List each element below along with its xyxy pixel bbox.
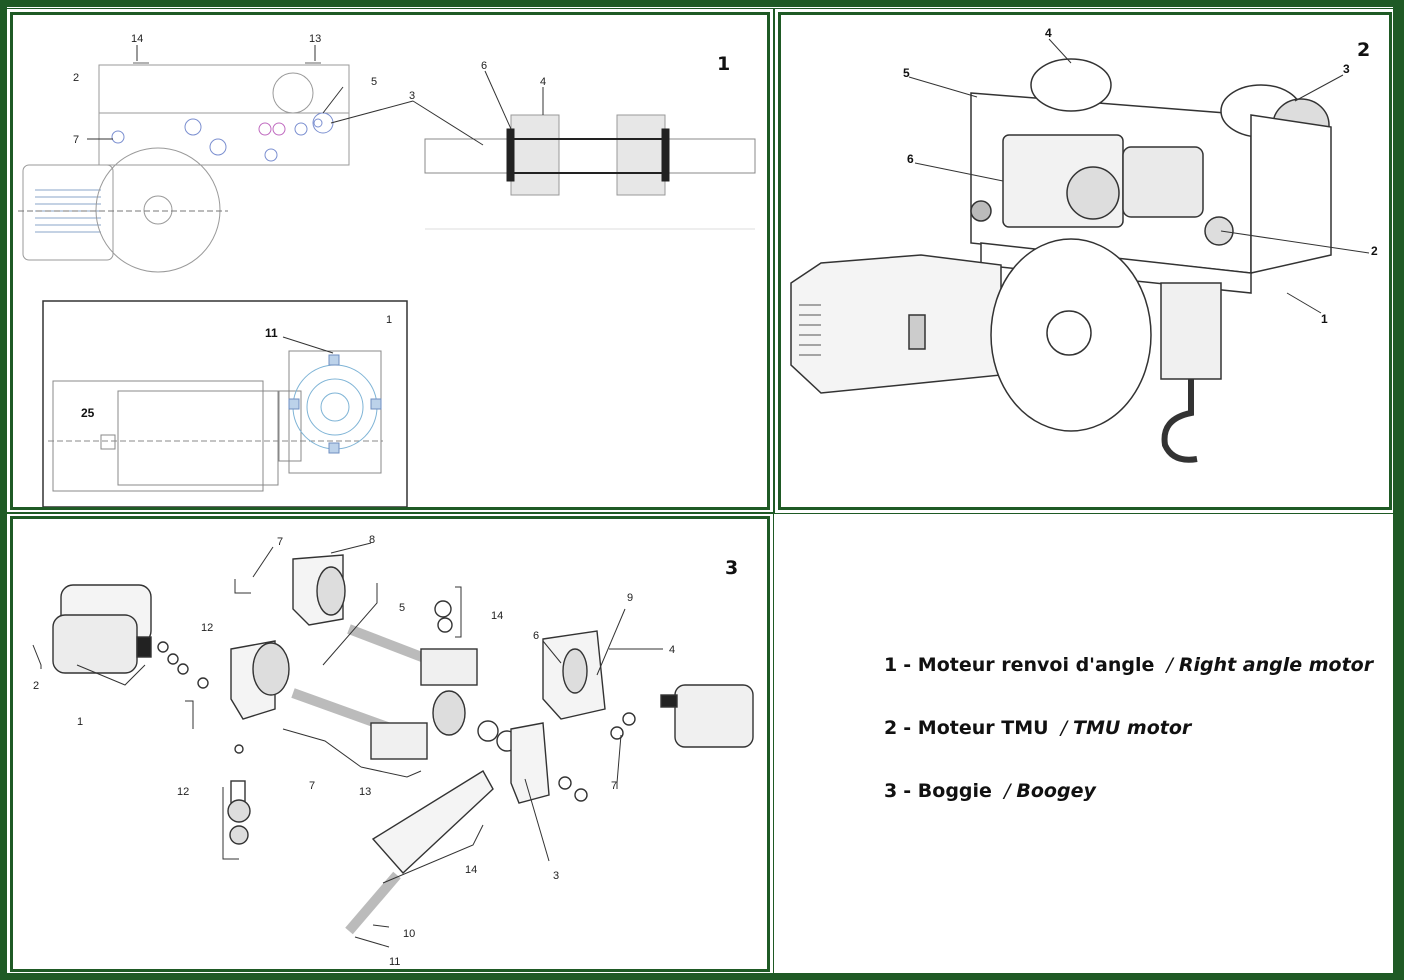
callout-label: 12 — [201, 622, 213, 634]
right-angle-motor-drawing: 14 13 2 5 3 7 6 4 — [18, 33, 756, 507]
panel-right-angle-motor: 1 — [6, 8, 774, 514]
callout-label: 25 — [81, 406, 95, 420]
callout-label: 1 — [1321, 312, 1328, 326]
callout-label: 7 — [611, 780, 617, 792]
inset-drawing: 1 11 25 — [42, 300, 408, 507]
callout-label: 7 — [277, 536, 283, 548]
callout-label: 14 — [491, 610, 503, 622]
legend-number: 1 — [884, 654, 898, 676]
callout-label: 4 — [669, 644, 675, 656]
callout-label: 3 — [553, 870, 559, 882]
callout-label: 6 — [533, 630, 539, 642]
legend-separator: / — [1166, 654, 1173, 676]
legend-french: Moteur renvoi d'angle — [917, 654, 1155, 676]
callout-label: 3 — [409, 90, 415, 102]
callout-label: 8 — [369, 534, 375, 546]
callout-label: 5 — [903, 66, 910, 80]
panel-boogey: 3 — [6, 512, 774, 976]
callout-label: 11 — [265, 326, 278, 340]
legend-separator: / — [1003, 780, 1011, 802]
callout-label: 13 — [359, 786, 371, 798]
callout-label: 3 — [1343, 62, 1350, 76]
callout-label: 4 — [540, 76, 546, 88]
legend-french: Boggie — [917, 780, 992, 802]
panel-number: 1 — [717, 53, 731, 75]
legend-french: Moteur TMU — [917, 717, 1049, 739]
callout-label: 7 — [73, 134, 79, 146]
callout-label: 6 — [481, 60, 487, 72]
callout-label: 5 — [399, 602, 405, 614]
panel-number: 3 — [725, 557, 739, 579]
callout-label: 2 — [73, 72, 79, 84]
legend-number: 3 — [884, 780, 898, 802]
legend-separator: / — [1060, 717, 1067, 739]
panel-number: 2 — [1357, 39, 1371, 61]
callout-label: 1 — [77, 716, 83, 728]
callout-label: 4 — [1045, 26, 1052, 40]
callout-label: 2 — [1371, 244, 1378, 258]
legend-item: 1 - Moteur renvoi d'angle /Right angle m… — [884, 654, 1374, 676]
callout-label: 13 — [309, 33, 321, 45]
legend-english: TMU motor — [1073, 717, 1192, 739]
legend-english: Right angle motor — [1178, 654, 1374, 676]
tmu-motor-drawing: 4 5 3 6 2 1 — [790, 26, 1378, 463]
callout-label: 5 — [371, 76, 377, 88]
legend-item: 2 - Moteur TMU /TMU motor — [884, 717, 1192, 739]
callout-label: 14 — [131, 33, 143, 45]
callout-label: 2 — [33, 680, 39, 692]
callout-label: 9 — [627, 592, 633, 604]
legend-english: Boogey — [1016, 780, 1096, 802]
callout-label: 12 — [177, 786, 189, 798]
legend-number: 2 — [884, 717, 898, 739]
legend: 1 - Moteur renvoi d'angle /Right angle m… — [884, 652, 1373, 841]
callout-label: 10 — [403, 928, 415, 940]
panel-tmu-motor: 2 — [774, 8, 1396, 514]
callout-label: 6 — [907, 152, 914, 166]
legend-item: 3 - Boggie /Boogey — [884, 780, 1096, 802]
callout-label: 14 — [465, 864, 477, 876]
callout-label: 11 — [389, 956, 400, 968]
inset-number: 1 — [386, 314, 392, 326]
callout-label: 7 — [309, 780, 315, 792]
boogey-exploded-drawing: 2 1 7 8 5 14 12 9 6 4 12 7 13 7 14 3 10 … — [32, 534, 754, 968]
